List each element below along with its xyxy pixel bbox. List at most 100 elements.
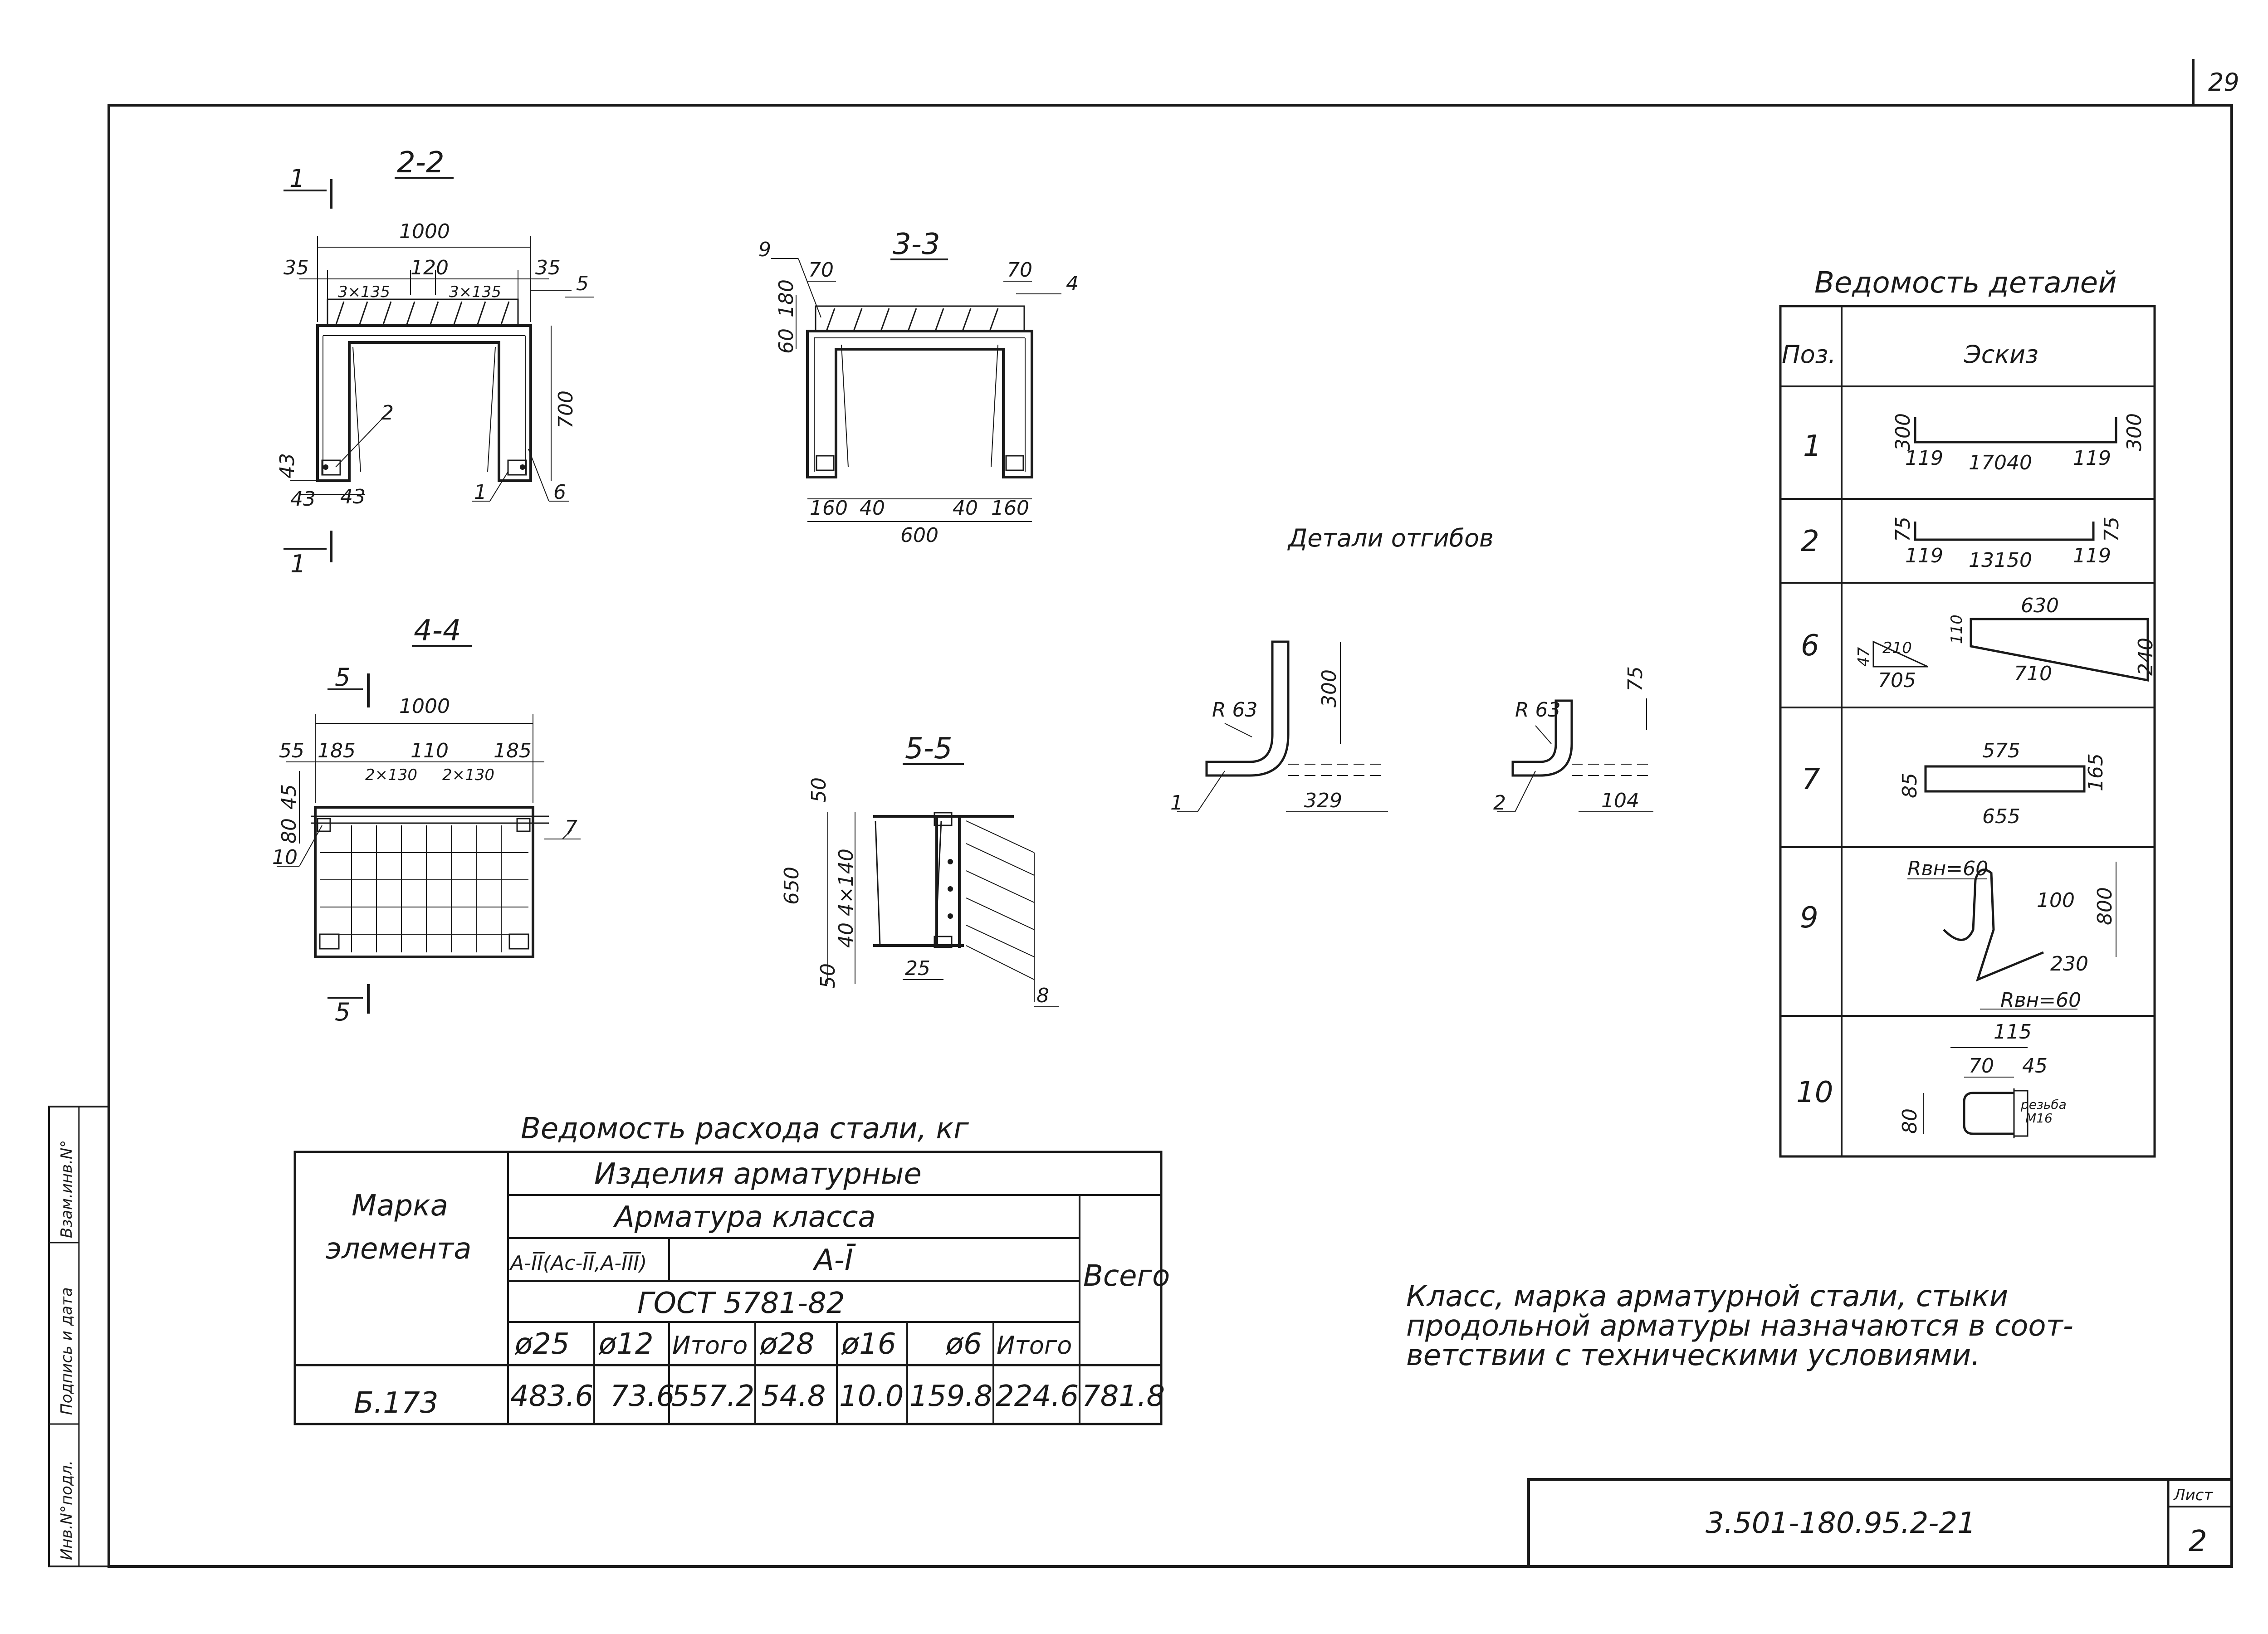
r9-l230: 230 <box>2050 952 2088 976</box>
h-gost: ГОСТ 5781-82 <box>637 1287 845 1320</box>
r2-l75: 75 <box>1892 517 1915 542</box>
r1-l300: 300 <box>1892 413 1915 451</box>
r2-l13150: 13150 <box>1969 549 2032 572</box>
h-mark-line2: элемента <box>326 1232 471 1266</box>
sheet-number: 2 <box>2189 1525 2207 1558</box>
pos-7: 7 <box>1802 763 1820 796</box>
col-d16: ø16 <box>841 1327 896 1361</box>
dim-40-right: 40 <box>953 497 978 520</box>
callout-6: 6 <box>553 481 566 504</box>
dim-right-spacing: 3×135 <box>449 283 501 301</box>
cut-marker-top: 1 <box>289 164 305 193</box>
dim-4x140: 4×140 <box>835 849 858 916</box>
r6-l630: 630 <box>2021 594 2059 617</box>
r1-l17040: 17040 <box>1969 451 2032 474</box>
callout-1: 1 <box>474 481 487 504</box>
stamp-replace-inv: Взам.инв.N° <box>58 1140 76 1238</box>
section-title: 4-4 <box>414 614 461 648</box>
callout-2: 2 <box>381 401 394 424</box>
r2-l119b: 119 <box>2073 544 2111 567</box>
r10-l80: 80 <box>1898 1108 1921 1134</box>
dim-50-top: 50 <box>807 777 831 803</box>
dim-43-c: 43 <box>340 485 366 508</box>
bend2-radius: R 63 <box>1515 698 1561 722</box>
bend1-callout: 1 <box>1170 791 1183 815</box>
dim-70-right: 70 <box>1007 259 1032 282</box>
col-subtotal-2: Итого <box>997 1331 1072 1360</box>
cut-marker-bottom: 1 <box>290 550 306 578</box>
note: Класс, марка арматурной стали, стыки про… <box>1406 1280 2073 1372</box>
r10-l115: 115 <box>1994 1020 2032 1044</box>
r6-l47: 47 <box>1855 647 1873 667</box>
val-d28: 54.8 <box>761 1380 826 1413</box>
pos-6: 6 <box>1801 629 1819 663</box>
r6-l210: 210 <box>1882 639 1912 657</box>
dim-25: 25 <box>905 957 930 980</box>
section-2-2: 2-2 1 1 1000 35 3×135 120 3×135 35 5 <box>276 146 594 578</box>
r1-l300b: 300 <box>2123 413 2146 451</box>
bend-details: Детали отгибов 300 329 R 63 1 75 104 R 6… <box>1170 524 1653 815</box>
h-a1: A-Ī <box>812 1244 856 1277</box>
dim-43-a: 43 <box>276 453 299 478</box>
dim-50-bottom: 50 <box>816 963 840 989</box>
val-d12: 73.6 <box>610 1380 675 1413</box>
r2-l75b: 75 <box>2100 517 2123 542</box>
h-total: Всего <box>1083 1259 1170 1293</box>
note-line-3: ветствии с техническими условиями. <box>1406 1339 1980 1372</box>
bends-title: Детали отгибов <box>1287 524 1494 552</box>
r7-l85: 85 <box>1898 773 1921 798</box>
h-products: Изделия арматурные <box>594 1157 922 1191</box>
r10-thread: резьба <box>2020 1097 2067 1112</box>
section-title: 2-2 <box>397 146 445 180</box>
r7-l575: 575 <box>1982 739 2020 762</box>
r6-l110: 110 <box>1948 615 1966 644</box>
bend2-height: 75 <box>1624 666 1647 692</box>
h-mark-line1: Марка <box>352 1189 448 1223</box>
col-d6: ø6 <box>945 1327 982 1361</box>
dim-40-left: 40 <box>860 497 885 520</box>
callout-8: 8 <box>1036 984 1049 1007</box>
dim-overall: 1000 <box>399 220 450 243</box>
col-pos: Поз. <box>1782 340 1836 369</box>
dim-overall: 1000 <box>399 695 450 718</box>
details-title: Ведомость деталей <box>1814 266 2117 300</box>
row-mark: Б.173 <box>354 1386 438 1420</box>
bend2-callout: 2 <box>1493 791 1506 815</box>
bend2-length: 104 <box>1601 789 1639 812</box>
r10-l70: 70 <box>1969 1054 1994 1078</box>
stamp-sign-date: Подпись и дата <box>58 1287 76 1415</box>
pos-10: 10 <box>1796 1076 1833 1109</box>
col-d12: ø12 <box>598 1327 654 1361</box>
r10-m16: M16 <box>2025 1111 2053 1126</box>
dim-180: 180 <box>775 279 798 317</box>
r6-l710: 710 <box>2014 662 2052 685</box>
r7-l655: 655 <box>1982 805 2020 828</box>
section-5-5: 5-5 50 650 4×140 40 50 25 8 <box>780 732 1059 1007</box>
r10-l45: 45 <box>2022 1054 2048 1078</box>
pos-9: 9 <box>1800 901 1818 935</box>
steel-table: Ведомость расхода стали, кг Марка элемен… <box>293 1112 1170 1425</box>
dim-2x130-right: 2×130 <box>442 766 494 784</box>
col-subtotal-1: Итого <box>672 1331 748 1360</box>
r7-l165: 165 <box>2084 753 2107 791</box>
r1-l119b: 119 <box>2073 447 2111 470</box>
dim-600: 600 <box>900 524 938 547</box>
stamp-inv-number: Инв.N°подл. <box>58 1460 76 1560</box>
r9-l800: 800 <box>2093 887 2116 925</box>
dim-185-right: 185 <box>494 739 532 762</box>
page-number: 29 <box>2208 68 2239 97</box>
note-line-1: Класс, марка арматурной стали, стыки <box>1406 1280 2008 1313</box>
callout-4: 4 <box>1066 272 1079 295</box>
cut-marker-bottom: 5 <box>335 998 350 1026</box>
pos-1: 1 <box>1803 429 1822 463</box>
dim-2x130-left: 2×130 <box>365 766 417 784</box>
dim-55: 55 <box>279 739 304 762</box>
dim-left-spacing: 3×135 <box>338 283 390 301</box>
pos-2: 2 <box>1801 525 1819 558</box>
note-line-2: продольной арматуры назначаются в соот- <box>1406 1309 2073 1343</box>
dim-height: 700 <box>554 390 577 429</box>
dim-right-edge: 35 <box>535 256 561 279</box>
val-d16: 10.0 <box>839 1380 904 1413</box>
section-4-4: 4-4 5 5 1000 55 185 2×130 110 2×130 185 … <box>272 614 581 1026</box>
